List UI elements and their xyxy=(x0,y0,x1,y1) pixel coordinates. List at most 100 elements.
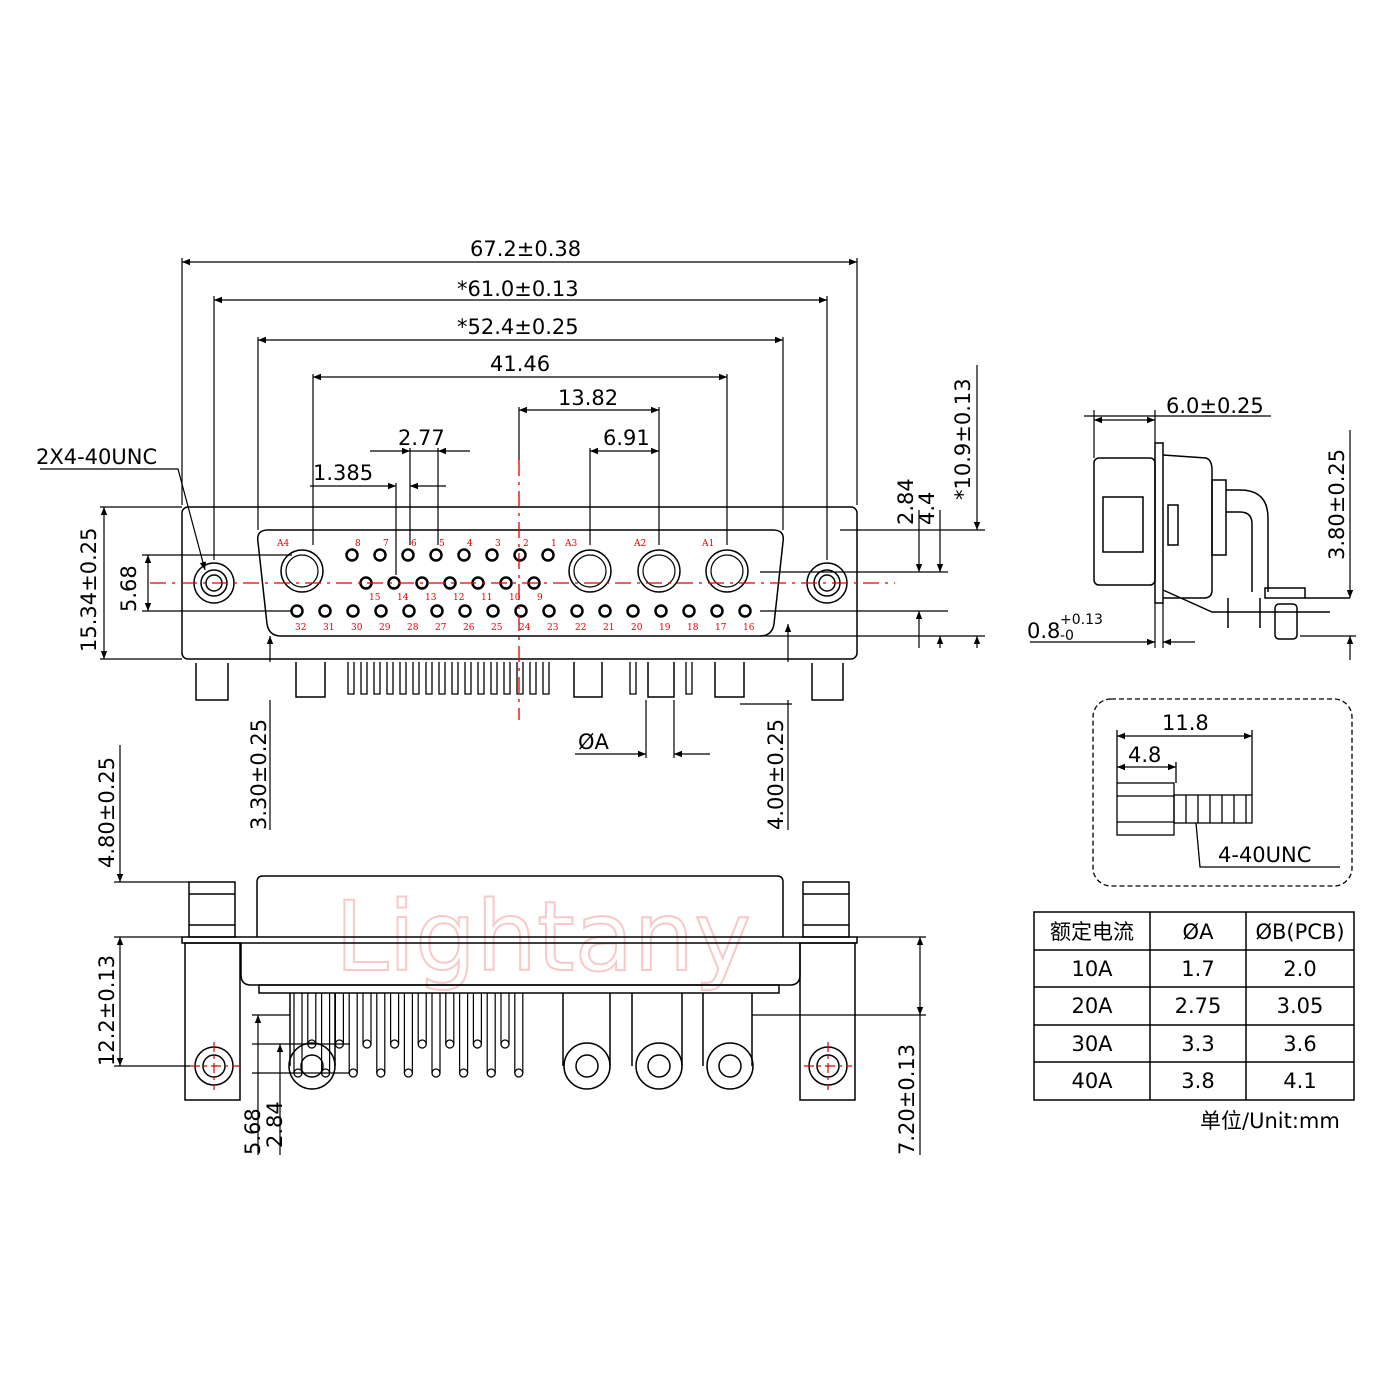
signal-pin xyxy=(374,604,388,618)
signal-pin-end xyxy=(431,1068,441,1078)
bottom-signal-pins xyxy=(293,993,524,1078)
signal-pin xyxy=(402,604,416,618)
signal-pin-end xyxy=(445,1039,455,1049)
power-contact-inner xyxy=(642,554,676,588)
pin-label: 5 xyxy=(439,539,445,549)
power-contact xyxy=(705,549,749,593)
center-lines xyxy=(150,460,895,720)
signal-pin-lead xyxy=(417,993,427,1044)
signal-pin-end xyxy=(486,1068,496,1078)
signal-pin xyxy=(415,576,429,590)
pin-label: 13 xyxy=(425,593,437,603)
table-header-current: 额定电流 xyxy=(1050,920,1134,944)
signal-pin xyxy=(682,604,696,618)
signal-pin xyxy=(486,604,500,618)
pin-label: 14 xyxy=(397,593,409,603)
dim-power-pitch: 6.91 xyxy=(603,426,650,450)
pin-label: 6 xyxy=(411,539,417,549)
dim-right-tail: 4.00±0.25 xyxy=(764,719,788,830)
signal-pin xyxy=(290,604,304,618)
bottom-hex-left xyxy=(188,881,236,938)
signal-pin-lead xyxy=(348,993,358,1073)
signal-pin xyxy=(401,548,415,562)
tol-lower: -0 xyxy=(1060,628,1074,644)
side-dimension-lines xyxy=(1030,410,1356,660)
signal-pin xyxy=(373,548,387,562)
power-contact-inner xyxy=(573,554,607,588)
pin-label: 27 xyxy=(435,623,447,633)
detail-frame xyxy=(1092,698,1353,887)
signal-pin xyxy=(514,604,528,618)
signal-pin xyxy=(570,604,584,618)
unit-label: 单位/Unit:mm xyxy=(1200,1109,1340,1133)
table-header-phi-a: ØA xyxy=(1183,920,1215,944)
dim-shell-height: *10.9±0.13 xyxy=(951,378,975,500)
tol-upper: +0.13 xyxy=(1060,612,1103,628)
power-contact-inner xyxy=(285,554,319,588)
table-cell: 4.1 xyxy=(1283,1069,1316,1093)
signal-pin xyxy=(626,604,640,618)
dim-row-spacing: 5.68 xyxy=(117,565,141,612)
dim-hex-length: 4.8 xyxy=(1128,743,1161,767)
pin-label: A2 xyxy=(633,539,646,549)
signal-pin-lead xyxy=(390,993,400,1044)
signal-pin xyxy=(429,548,443,562)
dim-top-offset: 2.84 xyxy=(894,478,918,525)
table-header-phi-b: ØB(PCB) xyxy=(1255,920,1344,944)
signal-pin-end xyxy=(389,1039,400,1049)
signal-pin xyxy=(738,604,752,618)
dim-side-depth: 6.0±0.25 xyxy=(1166,394,1264,418)
signal-pin xyxy=(513,548,527,562)
pin-tail xyxy=(438,662,446,695)
signal-pin xyxy=(430,604,444,618)
pin-label: A1 xyxy=(701,539,714,549)
pin-label: 28 xyxy=(407,623,419,633)
signal-pin-end xyxy=(458,1068,469,1078)
dim-side-height: 3.80±0.25 xyxy=(1325,449,1349,560)
pin-label: 2 xyxy=(523,539,529,549)
table-cell: 2.75 xyxy=(1175,994,1222,1018)
dim-overall-width: 67.2±0.38 xyxy=(470,237,581,261)
signal-pin-lead xyxy=(472,993,482,1044)
bottom-view xyxy=(181,875,858,1101)
pin-tail xyxy=(425,662,433,695)
signal-pin-lead xyxy=(500,993,510,1044)
signal-pin-lead xyxy=(431,993,441,1073)
pin-label: 3 xyxy=(495,539,501,549)
signal-pin xyxy=(598,604,612,618)
signal-pin xyxy=(654,604,668,618)
pin-tail xyxy=(399,662,407,695)
side-dimension-texts: 6.0±0.25 3.80±0.25 0.8 +0.13 -0 xyxy=(1027,394,1349,644)
signal-pin-end xyxy=(348,1068,358,1078)
bottom-dimension-lines xyxy=(114,745,926,1155)
dim-signal-pitch: 2.77 xyxy=(398,426,445,450)
bracket-left xyxy=(184,942,241,1101)
pin-tail xyxy=(451,662,459,695)
table-cell: 3.3 xyxy=(1181,1032,1214,1056)
pin-label: 1 xyxy=(551,539,557,549)
dim-pcb-offset: 7.20±0.13 xyxy=(895,1044,919,1155)
table-cell: 20A xyxy=(1071,994,1113,1018)
pin-tail xyxy=(464,662,472,695)
pin-label: 12 xyxy=(453,593,464,603)
note-thread: 2X4-40UNC xyxy=(36,445,157,469)
signal-pin-lead xyxy=(334,993,344,1044)
power-contact-inner xyxy=(710,554,744,588)
table-cell: 2.0 xyxy=(1283,957,1316,981)
pin-label: 8 xyxy=(355,539,361,549)
pin-label: A3 xyxy=(564,539,577,549)
dim-shell-width: *52.4±0.25 xyxy=(457,315,579,339)
signal-pin xyxy=(485,548,499,562)
table-cell: 10A xyxy=(1071,957,1113,981)
signal-pin-end xyxy=(362,1039,372,1049)
pin-label: 26 xyxy=(463,623,475,633)
signal-pin-end xyxy=(403,1068,414,1078)
pin-label: 4 xyxy=(467,539,473,549)
pin-label: 11 xyxy=(481,593,492,603)
dim-phi-a: ØA xyxy=(578,730,610,754)
detail-thread xyxy=(1173,794,1253,824)
dim-signal-offset: 1.385 xyxy=(313,461,373,485)
pin-tail xyxy=(347,662,355,695)
front-dimension-lines xyxy=(40,258,985,830)
